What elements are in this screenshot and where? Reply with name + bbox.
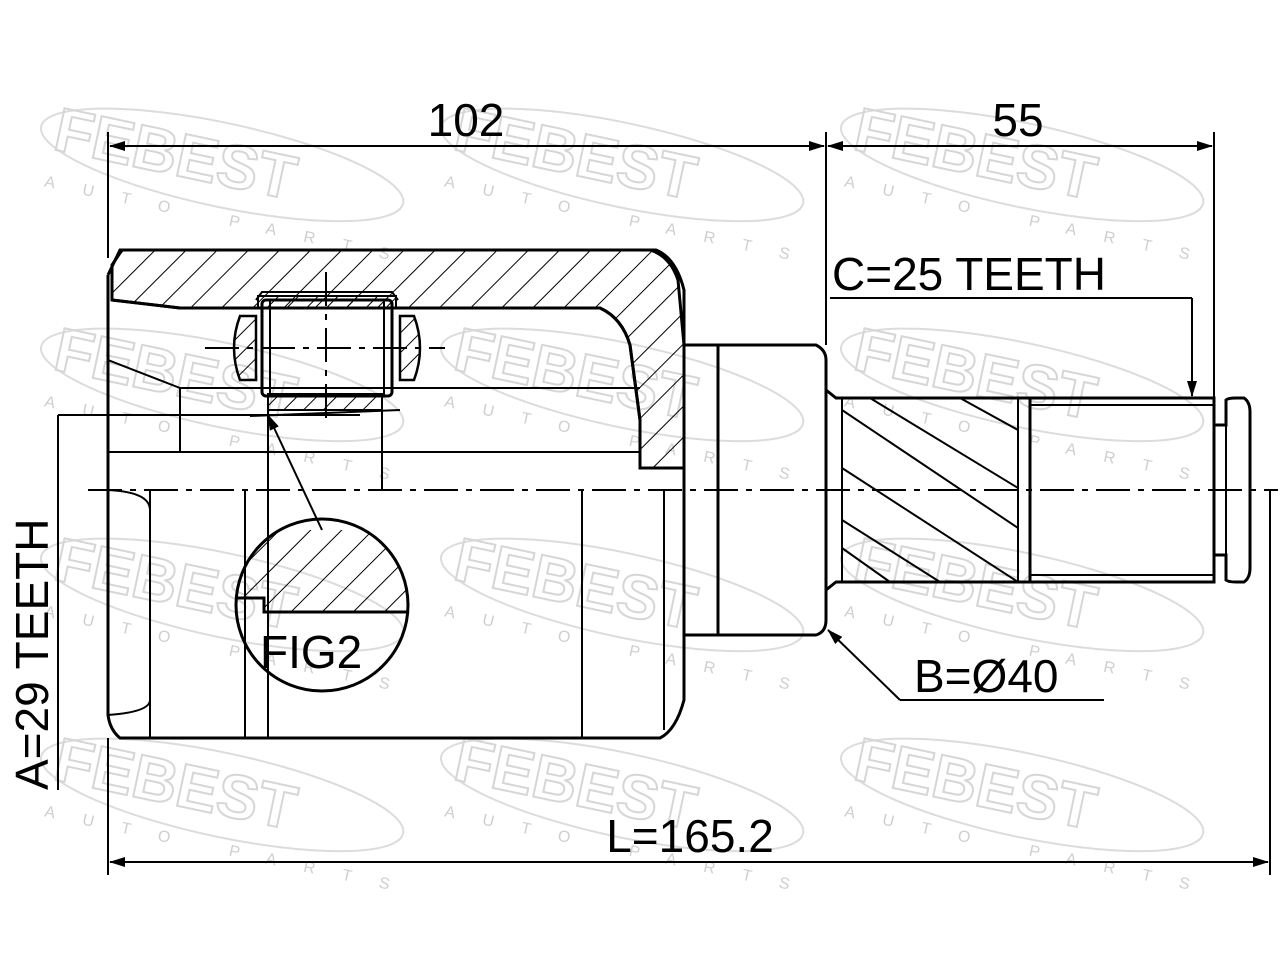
- tripod-roller-section: [205, 272, 445, 531]
- dim-a-text: A=29 TEETH: [6, 519, 58, 790]
- cv-joint-housing: [106, 248, 686, 740]
- dim-total-text: L=165.2: [606, 810, 774, 862]
- dim-c-text: C=25 TEETH: [832, 248, 1106, 300]
- dimensions: 102 55 C=25 TEETH B=Ø40 A=29 TEETH L=165…: [6, 94, 1271, 875]
- roller-right-hatch: [398, 314, 422, 382]
- dim-102-text: 102: [428, 94, 505, 146]
- roller-left-hatch: [232, 314, 258, 382]
- fig2-label: FIG2: [260, 626, 362, 678]
- dim-b-text: B=Ø40: [914, 650, 1059, 702]
- dim-b-leader: [827, 629, 901, 701]
- stub-shaft: [684, 343, 1252, 637]
- fig2-leader: [267, 414, 323, 531]
- fig2-detail: FIG2: [234, 517, 410, 693]
- dim-55-text: 55: [992, 94, 1043, 146]
